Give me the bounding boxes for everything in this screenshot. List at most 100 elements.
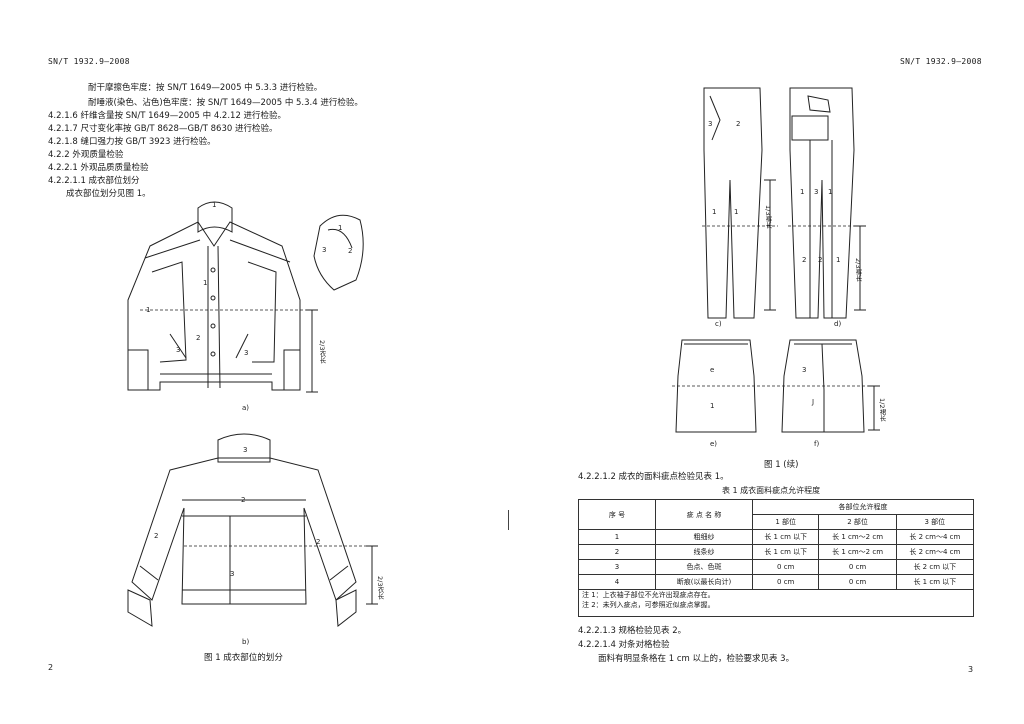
svg-text:3: 3 — [176, 346, 180, 354]
defect-table: 序 号 疵 点 名 称 各部位允许程度 1 部位 2 部位 3 部位 1 粗细纱… — [578, 499, 975, 617]
table-cell: 线条纱 — [655, 544, 753, 560]
svg-text:3: 3 — [244, 349, 248, 357]
table-cell: 3 — [578, 559, 656, 575]
text-line: 耐干摩擦色牢度：按 SN/T 1649—2005 中 5.3.3 进行检验。 — [88, 83, 323, 93]
table-cell: 粗细纱 — [655, 529, 753, 545]
text-line: 4.2.2.1.4 对条对格检验 — [578, 640, 670, 650]
text-line: 4.2.2.1.2 成衣的面料疵点检验见表 1。 — [578, 472, 729, 482]
svg-text:3: 3 — [230, 570, 234, 578]
table-notes: 注 1：上衣袖子部位不允许出现疵点存在。 注 2：未列入疵点，可参照近似疵点掌握… — [578, 589, 974, 617]
table-header: 疵 点 名 称 — [655, 499, 753, 530]
table-cell: 1 — [578, 529, 656, 545]
table-row: 3 色点、色斑 0 cm 0 cm 长 2 cm 以下 — [578, 559, 975, 575]
svg-text:2: 2 — [196, 334, 200, 342]
table-cell: 2 — [578, 544, 656, 560]
svg-text:1: 1 — [800, 188, 804, 196]
skirt-drawing: e 1 3 J — [672, 339, 880, 433]
svg-text:3: 3 — [243, 446, 247, 454]
svg-text:3: 3 — [814, 188, 818, 196]
section-heading: 4.2.2.1.1 成衣部位划分 — [48, 176, 140, 186]
svg-text:1: 1 — [338, 224, 342, 232]
table-note: 注 1：上衣袖子部位不允许出现疵点存在。 — [582, 591, 715, 599]
text-line: 面料有明显条格在 1 cm 以上的，检验要求见表 3。 — [598, 654, 795, 664]
figure-c-label: c) — [715, 320, 722, 328]
section-heading: 4.2.2.1 外观品质质量检验 — [48, 163, 149, 173]
table-cell: 0 cm — [818, 559, 897, 575]
text-line: 4.2.1.7 尺寸变化率按 GB/T 8628—GB/T 8630 进行检验。 — [48, 124, 278, 134]
text-line: 成衣部位划分见图 1。 — [66, 189, 151, 199]
svg-text:1: 1 — [836, 256, 840, 264]
text-line: 耐唾液(染色、沾色)色牢度：按 SN/T 1649—2005 中 5.3.4 进… — [88, 98, 363, 108]
table-row: 2 线条纱 长 1 cm 以下 长 1 cm～2 cm 长 2 cm～4 cm — [578, 544, 975, 560]
svg-text:3: 3 — [708, 120, 712, 128]
table-cell: 长 1 cm 以下 — [895, 574, 975, 590]
table-cell: 长 2 cm～4 cm — [895, 544, 975, 560]
svg-text:3: 3 — [802, 366, 806, 374]
text-line: 4.2.1.6 纤维含量按 SN/T 1649—2005 中 4.2.12 进行… — [48, 111, 287, 121]
section-heading: 4.2.2 外观质量检验 — [48, 150, 124, 160]
right-page-header: SN/T 1932.9—2008 — [900, 57, 982, 66]
page-number: 2 — [48, 663, 54, 672]
table-cell: 长 1 cm～2 cm — [818, 544, 897, 560]
figure-f-label: f) — [814, 440, 820, 448]
table-row: 4 断痕(以最长向计) 0 cm 0 cm 长 1 cm 以下 — [578, 574, 975, 590]
table-cell: 长 2 cm 以下 — [895, 559, 975, 575]
svg-text:3: 3 — [322, 246, 326, 254]
measure-label: 1/3裤长 — [764, 205, 772, 229]
table-note: 注 2：未列入疵点，可参照近似疵点掌握。 — [582, 601, 715, 609]
table-cell: 长 1 cm 以下 — [751, 529, 820, 545]
figure-caption: 图 1 成衣部位的划分 — [204, 653, 283, 663]
figure-caption: 图 1 (续) — [764, 460, 799, 470]
svg-text:1: 1 — [203, 279, 207, 287]
svg-text:1: 1 — [146, 306, 150, 314]
trousers-drawing: 3 2 1 1 1 3 1 2 2 1 — [702, 87, 868, 319]
figure-b-label: b) — [242, 638, 250, 646]
table-row: 1 粗细纱 长 1 cm 以下 长 1 cm～2 cm 长 2 cm～4 cm — [578, 529, 975, 545]
svg-text:1: 1 — [828, 188, 832, 196]
measure-label: 2/3衣长 — [376, 576, 384, 600]
figure-e-label: e) — [710, 440, 718, 448]
svg-text:J: J — [811, 398, 814, 406]
right-page: SN/T 1932.9—2008 3 2 1 1 1 3 1 2 2 1 1/3… — [512, 0, 1024, 724]
table-cell: 长 2 cm～4 cm — [895, 529, 975, 545]
svg-text:2: 2 — [316, 538, 320, 546]
svg-text:2: 2 — [154, 532, 158, 540]
svg-text:1: 1 — [734, 208, 738, 216]
table-subheader: 2 部位 — [818, 514, 897, 530]
svg-text:2: 2 — [241, 496, 245, 504]
page-number: 3 — [968, 665, 974, 674]
text-line: 4.2.2.1.3 规格检验见表 2。 — [578, 626, 687, 636]
table-header: 序 号 — [578, 499, 656, 530]
svg-text:2: 2 — [818, 256, 822, 264]
table-header: 各部位允许程度 — [752, 499, 974, 515]
svg-text:1: 1 — [712, 208, 716, 216]
table-cell: 0 cm — [751, 559, 820, 575]
measure-label: 2/3裤长 — [854, 258, 862, 282]
table-cell: 色点、色斑 — [655, 559, 753, 575]
text-line: 4.2.1.8 缝口强力按 GB/T 3923 进行检验。 — [48, 137, 216, 147]
table-subheader: 1 部位 — [751, 514, 820, 530]
svg-text:1: 1 — [212, 201, 216, 209]
margin-mark — [508, 510, 509, 530]
jacket-back-drawing: 3 2 2 2 3 — [127, 433, 378, 627]
measure-label: 1/2裙长 — [878, 398, 886, 422]
svg-text:2: 2 — [348, 247, 352, 255]
svg-text:2: 2 — [802, 256, 806, 264]
svg-text:2: 2 — [736, 120, 740, 128]
table-cell: 断痕(以最长向计) — [655, 574, 753, 590]
table-cell: 长 1 cm 以下 — [751, 544, 820, 560]
table-cell: 0 cm — [751, 574, 820, 590]
table-title: 表 1 成衣面料疵点允许程度 — [722, 486, 821, 495]
table-cell: 长 1 cm～2 cm — [818, 529, 897, 545]
figure-d-label: d) — [834, 320, 842, 328]
measure-label: 2/3衣长 — [318, 340, 326, 364]
svg-text:1: 1 — [710, 402, 714, 410]
table-subheader: 3 部位 — [895, 514, 975, 530]
table-cell: 0 cm — [818, 574, 897, 590]
figure-a-label: a) — [242, 404, 250, 412]
jacket-front-drawing: 1 1 1 2 3 3 1 3 2 — [127, 201, 364, 393]
left-page: SN/T 1932.9—2008 耐干摩擦色牢度：按 SN/T 1649—200… — [48, 57, 509, 672]
svg-text:e: e — [710, 366, 714, 374]
left-page-header: SN/T 1932.9—2008 — [48, 57, 130, 66]
table-cell: 4 — [578, 574, 656, 590]
